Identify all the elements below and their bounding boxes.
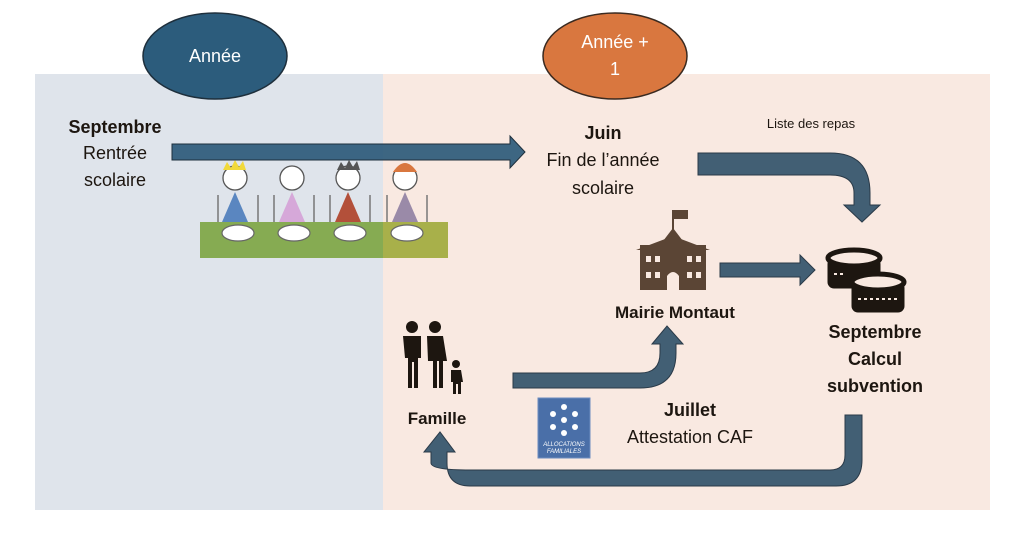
calcul-line2: Calcul — [848, 349, 902, 369]
caf-logo-text2: FAMILIALES — [547, 449, 581, 455]
juin-title: Juin — [584, 123, 621, 143]
arrow-famille-to-mairie — [512, 325, 685, 389]
caf-logo-text1: ALLOCATIONS — [542, 442, 585, 448]
year-label: Année — [189, 46, 241, 66]
year-badge: Année — [142, 12, 288, 100]
juin-line1: Fin de l’année — [546, 150, 659, 170]
next-year-badge: Année + 1 — [542, 12, 688, 100]
juillet-title: Juillet — [664, 400, 716, 420]
year-panel — [35, 74, 383, 510]
caf-logo: ALLOCATIONS FAMILIALES — [537, 397, 591, 459]
rentree-line2: scolaire — [84, 170, 146, 190]
next-year-label-2: 1 — [610, 59, 620, 79]
children-lunch-illustration — [200, 160, 448, 258]
arrow-juin-to-calcul — [697, 152, 882, 223]
calcul-line3: subvention — [827, 376, 923, 396]
juin-line2: scolaire — [572, 178, 634, 198]
town-hall-icon — [636, 210, 710, 290]
next-year-label: Année + — [581, 32, 649, 52]
coins-icon — [825, 247, 907, 313]
calcul-line1: Septembre — [828, 322, 921, 342]
attestation-caf-label: Attestation CAF — [627, 427, 753, 447]
arrow-mairie-to-calcul — [719, 253, 816, 287]
arrow-calcul-to-famille — [422, 414, 863, 487]
liste-repas-label: Liste des repas — [767, 116, 856, 131]
famille-label: Famille — [408, 409, 467, 428]
mairie-label: Mairie Montaut — [615, 303, 735, 322]
family-icon — [403, 321, 463, 394]
rentree-line1: Rentrée — [83, 143, 147, 163]
arrow-rentree-to-juin — [171, 134, 526, 170]
rentree-title: Septembre — [68, 117, 161, 137]
